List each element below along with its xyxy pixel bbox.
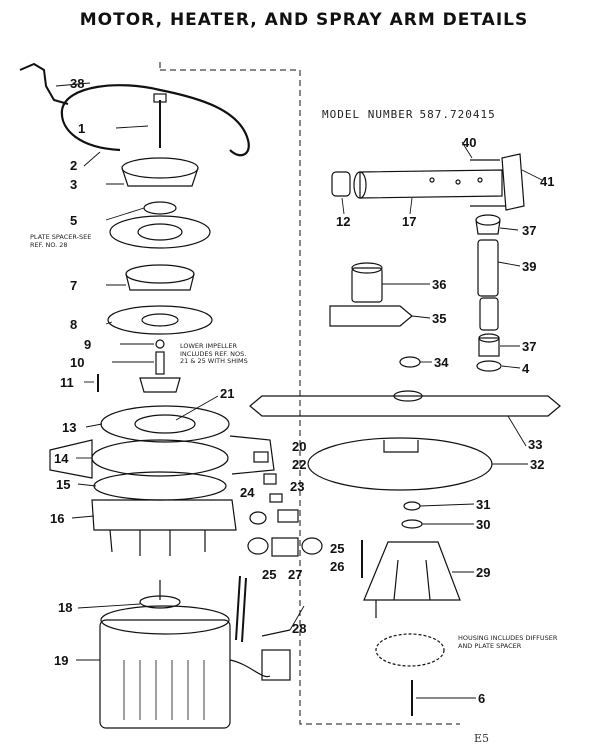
callout-41: 41 [540, 174, 554, 189]
callout-17: 17 [402, 214, 416, 229]
callout-19: 19 [54, 653, 68, 668]
callout-6: 6 [478, 691, 485, 706]
callout-27: 27 [288, 567, 302, 582]
page-title: MOTOR, HEATER, AND SPRAY ARM DETAILS [79, 10, 529, 30]
callout-35: 35 [432, 311, 446, 326]
lower-impeller-note: LOWER IMPELLER INCLUDES REF. NOS. 21 & 2… [180, 342, 248, 365]
callout-20: 20 [292, 439, 306, 454]
callout-31: 31 [476, 497, 490, 512]
callout-11: 11 [60, 375, 74, 390]
callout-25a: 25 [262, 567, 276, 582]
callout-40: 40 [462, 135, 476, 150]
callout-18: 18 [58, 600, 72, 615]
callout-16: 16 [50, 511, 64, 526]
model-value: 587.720415 [419, 108, 496, 121]
callout-15: 15 [56, 477, 70, 492]
callout-37b: 37 [522, 339, 536, 354]
callout-23: 23 [290, 479, 304, 494]
callout-38: 38 [70, 76, 84, 91]
model-label: MODEL NUMBER [322, 108, 414, 121]
callout-9: 9 [84, 337, 91, 352]
callout-29: 29 [476, 565, 490, 580]
callout-7: 7 [70, 278, 77, 293]
page-number: E5 [474, 732, 490, 745]
callout-33: 33 [528, 437, 542, 452]
callout-10: 10 [70, 355, 84, 370]
callout-3: 3 [70, 177, 77, 192]
callout-28: 28 [292, 621, 306, 636]
callout-25b: 25 [330, 541, 344, 556]
callout-13: 13 [62, 420, 76, 435]
callout-4: 4 [522, 361, 530, 376]
callout-5: 5 [70, 213, 77, 228]
callout-37a: 37 [522, 223, 536, 238]
callout-34: 34 [434, 355, 449, 370]
housing-note: HOUSING INCLUDES DIFFUSER AND PLATE SPAC… [458, 634, 558, 650]
callout-21: 21 [220, 386, 234, 401]
callout-2: 2 [70, 158, 77, 173]
callout-36: 36 [432, 277, 446, 292]
callout-26: 26 [330, 559, 344, 574]
callout-22: 22 [292, 457, 306, 472]
callout-12: 12 [336, 214, 350, 229]
callout-24: 24 [240, 485, 255, 500]
callout-1: 1 [78, 121, 85, 136]
callout-30: 30 [476, 517, 490, 532]
model-number: MODEL NUMBER 587.720415 [322, 108, 502, 121]
callout-8: 8 [70, 317, 77, 332]
callout-14: 14 [54, 451, 69, 466]
callout-39: 39 [522, 259, 536, 274]
callout-32: 32 [530, 457, 544, 472]
plate-spacer-note: PLATE SPACER-SEE REF. NO. 28 [30, 233, 92, 249]
